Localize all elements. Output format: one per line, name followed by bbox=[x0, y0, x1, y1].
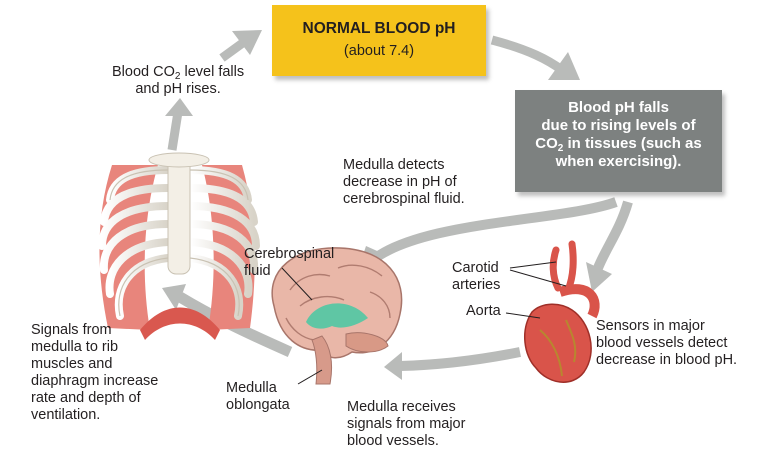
normal-blood-ph-title: NORMAL BLOOD pH bbox=[302, 20, 456, 37]
signals-line: muscles and bbox=[31, 356, 113, 372]
co2-falls-sub: 2 bbox=[174, 71, 181, 82]
medulla-receives-line: signals from major bbox=[347, 416, 466, 432]
co2-falls-post: level falls bbox=[180, 64, 245, 80]
brain-illustration bbox=[271, 247, 403, 385]
sensors-text: Sensors in major blood vessels detect de… bbox=[596, 318, 737, 369]
aorta-label: Aorta bbox=[466, 303, 501, 319]
falls-line-4: when exercising). bbox=[555, 153, 682, 170]
blood-ph-falls-box: Blood pH falls due to rising levels of C… bbox=[515, 90, 722, 192]
sensors-line: Sensors in major bbox=[596, 318, 705, 334]
signals-line: Signals from bbox=[31, 322, 112, 338]
falls-line-3-sub: 2 bbox=[557, 143, 564, 154]
sensors-line: blood vessels detect bbox=[596, 335, 728, 351]
arrow-to-heart bbox=[586, 200, 633, 292]
medulla-detects-line: cerebrospinal fluid. bbox=[343, 191, 465, 207]
medulla-detects-line: decrease in pH of bbox=[343, 174, 457, 190]
carotid-label: Carotid arteries bbox=[452, 260, 500, 294]
carotid-label-line: arteries bbox=[452, 277, 501, 293]
medulla-oblongata-line: Medulla bbox=[226, 380, 277, 396]
signals-line: diaphragm increase bbox=[31, 373, 159, 389]
signals-line: medulla to rib bbox=[31, 339, 119, 355]
medulla-oblongata-line: oblongata bbox=[226, 397, 290, 413]
normal-blood-ph-box: NORMAL BLOOD pH (about 7.4) bbox=[272, 5, 486, 76]
medulla-detects-text: Medulla detects decrease in pH of cerebr… bbox=[343, 157, 465, 208]
signals-line: rate and depth of bbox=[31, 390, 141, 406]
co2-falls-text: Blood CO2 level falls and pH rises. bbox=[112, 64, 244, 98]
signals-text: Signals from medulla to rib muscles and … bbox=[31, 322, 158, 424]
normal-blood-ph-subtitle: (about 7.4) bbox=[343, 43, 415, 59]
arrow-rib-up bbox=[165, 98, 193, 151]
falls-line-2: due to rising levels of bbox=[541, 117, 696, 134]
falls-line-1: Blood pH falls bbox=[568, 99, 669, 116]
medulla-receives-line: blood vessels. bbox=[347, 433, 439, 449]
falls-line-3-post: in tissues (such as bbox=[563, 135, 702, 152]
csf-label-line: Cerebrospinal bbox=[244, 246, 335, 262]
co2-falls-line-2: and pH rises. bbox=[135, 81, 221, 97]
heart-illustration bbox=[524, 240, 600, 383]
label-leaders bbox=[281, 261, 567, 385]
arrow-to-normal bbox=[219, 30, 262, 62]
rib-cage-illustration bbox=[98, 152, 260, 340]
medulla-receives-text: Medulla receives signals from major bloo… bbox=[347, 399, 465, 450]
medulla-receives-line: Medulla receives bbox=[347, 399, 456, 415]
medulla-detects-line: Medulla detects bbox=[343, 157, 445, 173]
carotid-label-line: Carotid bbox=[452, 260, 499, 276]
csf-label-line: fluid bbox=[244, 263, 271, 279]
csf-label: Cerebrospinal fluid bbox=[244, 246, 334, 280]
sensors-line: decrease in blood pH. bbox=[596, 352, 738, 368]
co2-falls-pre: Blood CO bbox=[112, 64, 175, 80]
medulla-oblongata-label: Medulla oblongata bbox=[226, 380, 290, 414]
signals-line: ventilation. bbox=[31, 407, 101, 423]
arrow-to-falls bbox=[490, 35, 580, 80]
arrow-heart-to-brain bbox=[384, 347, 521, 380]
falls-line-3-pre: CO bbox=[535, 135, 558, 152]
